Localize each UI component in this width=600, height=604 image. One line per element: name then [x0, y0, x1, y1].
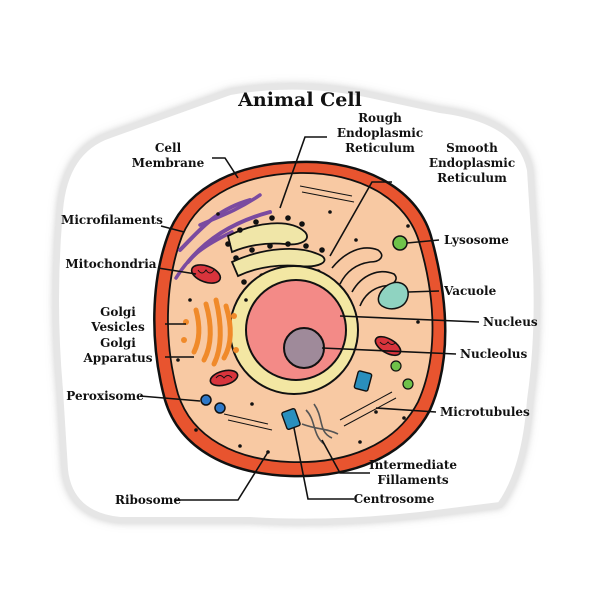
lysosome-shape-3 — [402, 378, 414, 390]
label-peroxisome: Peroxisome — [66, 389, 144, 403]
label-intermediate-line1: Intermediate — [369, 458, 457, 472]
diagram-title: Animal Cell — [237, 89, 362, 111]
label-cell-membrane-line1: Cell — [155, 141, 182, 155]
ribosome-dots — [176, 210, 420, 454]
golgi-apparatus-shape — [191, 297, 233, 367]
nucleolus-shape — [283, 327, 325, 369]
label-golgi-vesicles-line2: Vesicles — [90, 320, 145, 334]
label-nucleus: Nucleus — [483, 315, 538, 329]
label-cell-membrane-line2: Membrane — [132, 156, 205, 170]
mitochondria-cristae — [197, 269, 397, 379]
label-rough-er-line3: Reticulum — [345, 141, 415, 155]
label-golgi-apparatus-line1: Golgi — [100, 336, 136, 350]
label-mitochondria: Mitochondria — [65, 257, 156, 271]
label-smooth-er-line2: Endoplasmic — [429, 156, 515, 170]
label-golgi-apparatus-line2: Apparatus — [83, 351, 153, 365]
label-intermediate-line2: Fillaments — [377, 473, 449, 487]
label-ribosome: Ribosome — [115, 493, 181, 507]
label-microtubules: Microtubules — [440, 405, 530, 419]
labels: Rough Endoplasmic Reticulum Smooth Endop… — [61, 111, 538, 507]
label-lysosome: Lysosome — [444, 233, 509, 247]
label-microfilaments: Microfilaments — [61, 213, 163, 227]
intermediate-filaments-shape — [301, 403, 339, 445]
label-rough-er-line1: Rough — [358, 111, 402, 125]
microtubules-shape — [223, 185, 397, 431]
vacuole-shape — [377, 281, 409, 310]
label-nucleolus: Nucleolus — [460, 347, 527, 361]
peroxisome-shape — [200, 394, 226, 414]
leader-lines — [139, 136, 480, 501]
label-rough-er-line2: Endoplasmic — [337, 126, 423, 140]
label-golgi-vesicles-line1: Golgi — [100, 305, 136, 319]
lysosome-shape-2 — [390, 360, 402, 372]
rough-er-shape — [225, 215, 326, 285]
label-smooth-er-line1: Smooth — [446, 141, 498, 155]
label-centrosome: Centrosome — [354, 492, 435, 506]
centrosome-shape — [281, 370, 373, 430]
label-smooth-er-line3: Reticulum — [437, 171, 507, 185]
label-vacuole: Vacuole — [443, 284, 497, 298]
lysosome-shape — [392, 235, 408, 251]
